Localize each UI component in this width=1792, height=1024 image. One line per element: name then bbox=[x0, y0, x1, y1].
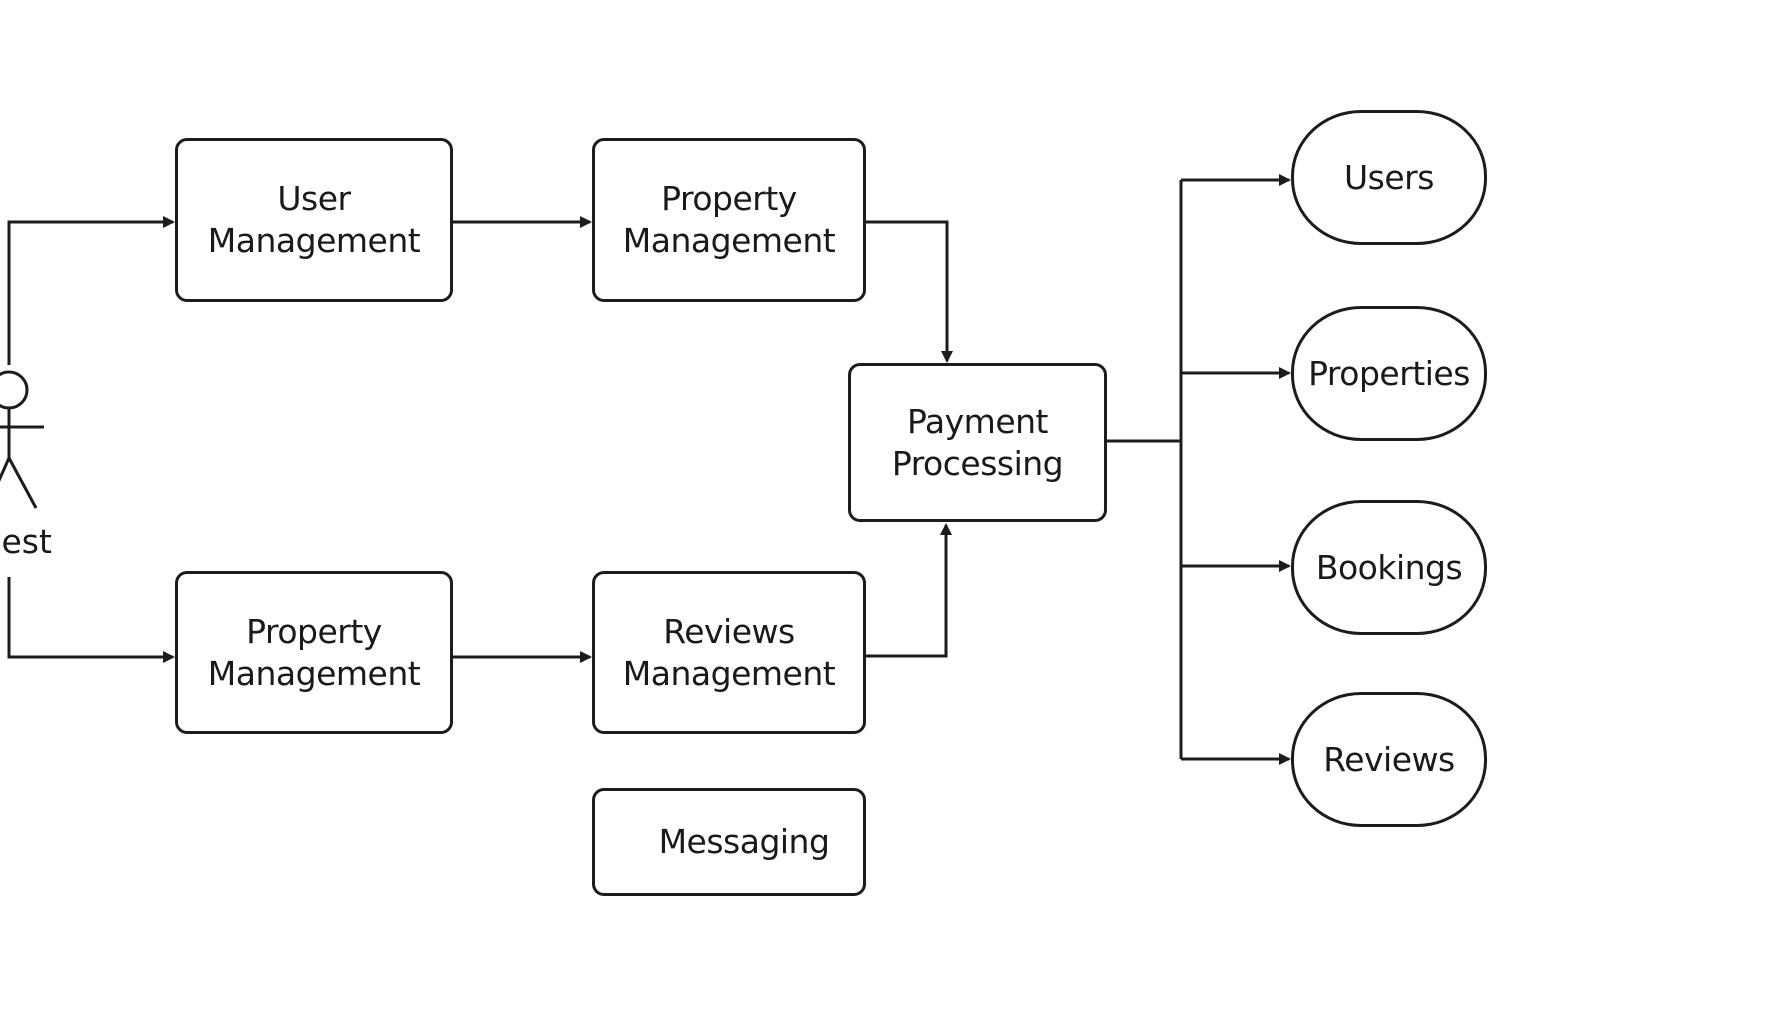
connector-guest-to-user-management bbox=[7, 216, 175, 365]
connector-property-to-payment bbox=[866, 220, 953, 363]
box-label-line: Reviews bbox=[663, 611, 795, 651]
reviews-management-box[interactable]: Reviews Management bbox=[592, 571, 866, 734]
users-store[interactable]: Users bbox=[1291, 110, 1487, 245]
reviews-store[interactable]: Reviews bbox=[1291, 692, 1487, 827]
bookings-store[interactable]: Bookings bbox=[1291, 500, 1487, 635]
user-management-box[interactable]: User Management bbox=[175, 138, 453, 302]
messaging-box[interactable]: Messaging bbox=[592, 788, 866, 896]
box-label-line: Property bbox=[246, 611, 382, 651]
box-label-line: Management bbox=[622, 221, 836, 260]
property-management-bottom-box[interactable]: Property Management bbox=[175, 571, 453, 734]
box-label-line: Management bbox=[622, 653, 836, 693]
store-label: Users bbox=[1344, 158, 1434, 197]
box-label-line: Processing bbox=[891, 443, 1064, 483]
connector-guest-to-property-management-bottom bbox=[7, 577, 175, 663]
box-label-line: Property bbox=[661, 179, 797, 218]
box-label-line: Messaging bbox=[658, 822, 830, 861]
box-label-line: User bbox=[277, 179, 351, 218]
connector-reviews-to-payment bbox=[866, 523, 952, 658]
actor-label-guest: Guest bbox=[0, 522, 52, 561]
box-label-line: Payment bbox=[907, 401, 1048, 441]
payment-processing-box[interactable]: Payment Processing bbox=[848, 363, 1107, 522]
property-management-top-box[interactable]: Property Management bbox=[592, 138, 866, 302]
guest-actor-icon bbox=[0, 370, 44, 509]
store-label: Bookings bbox=[1315, 548, 1463, 587]
box-label-line: Management bbox=[207, 653, 421, 693]
box-label-line: Management bbox=[207, 221, 421, 260]
store-label: Reviews bbox=[1323, 740, 1455, 779]
properties-store[interactable]: Properties bbox=[1291, 306, 1487, 441]
store-label: Properties bbox=[1308, 354, 1470, 393]
